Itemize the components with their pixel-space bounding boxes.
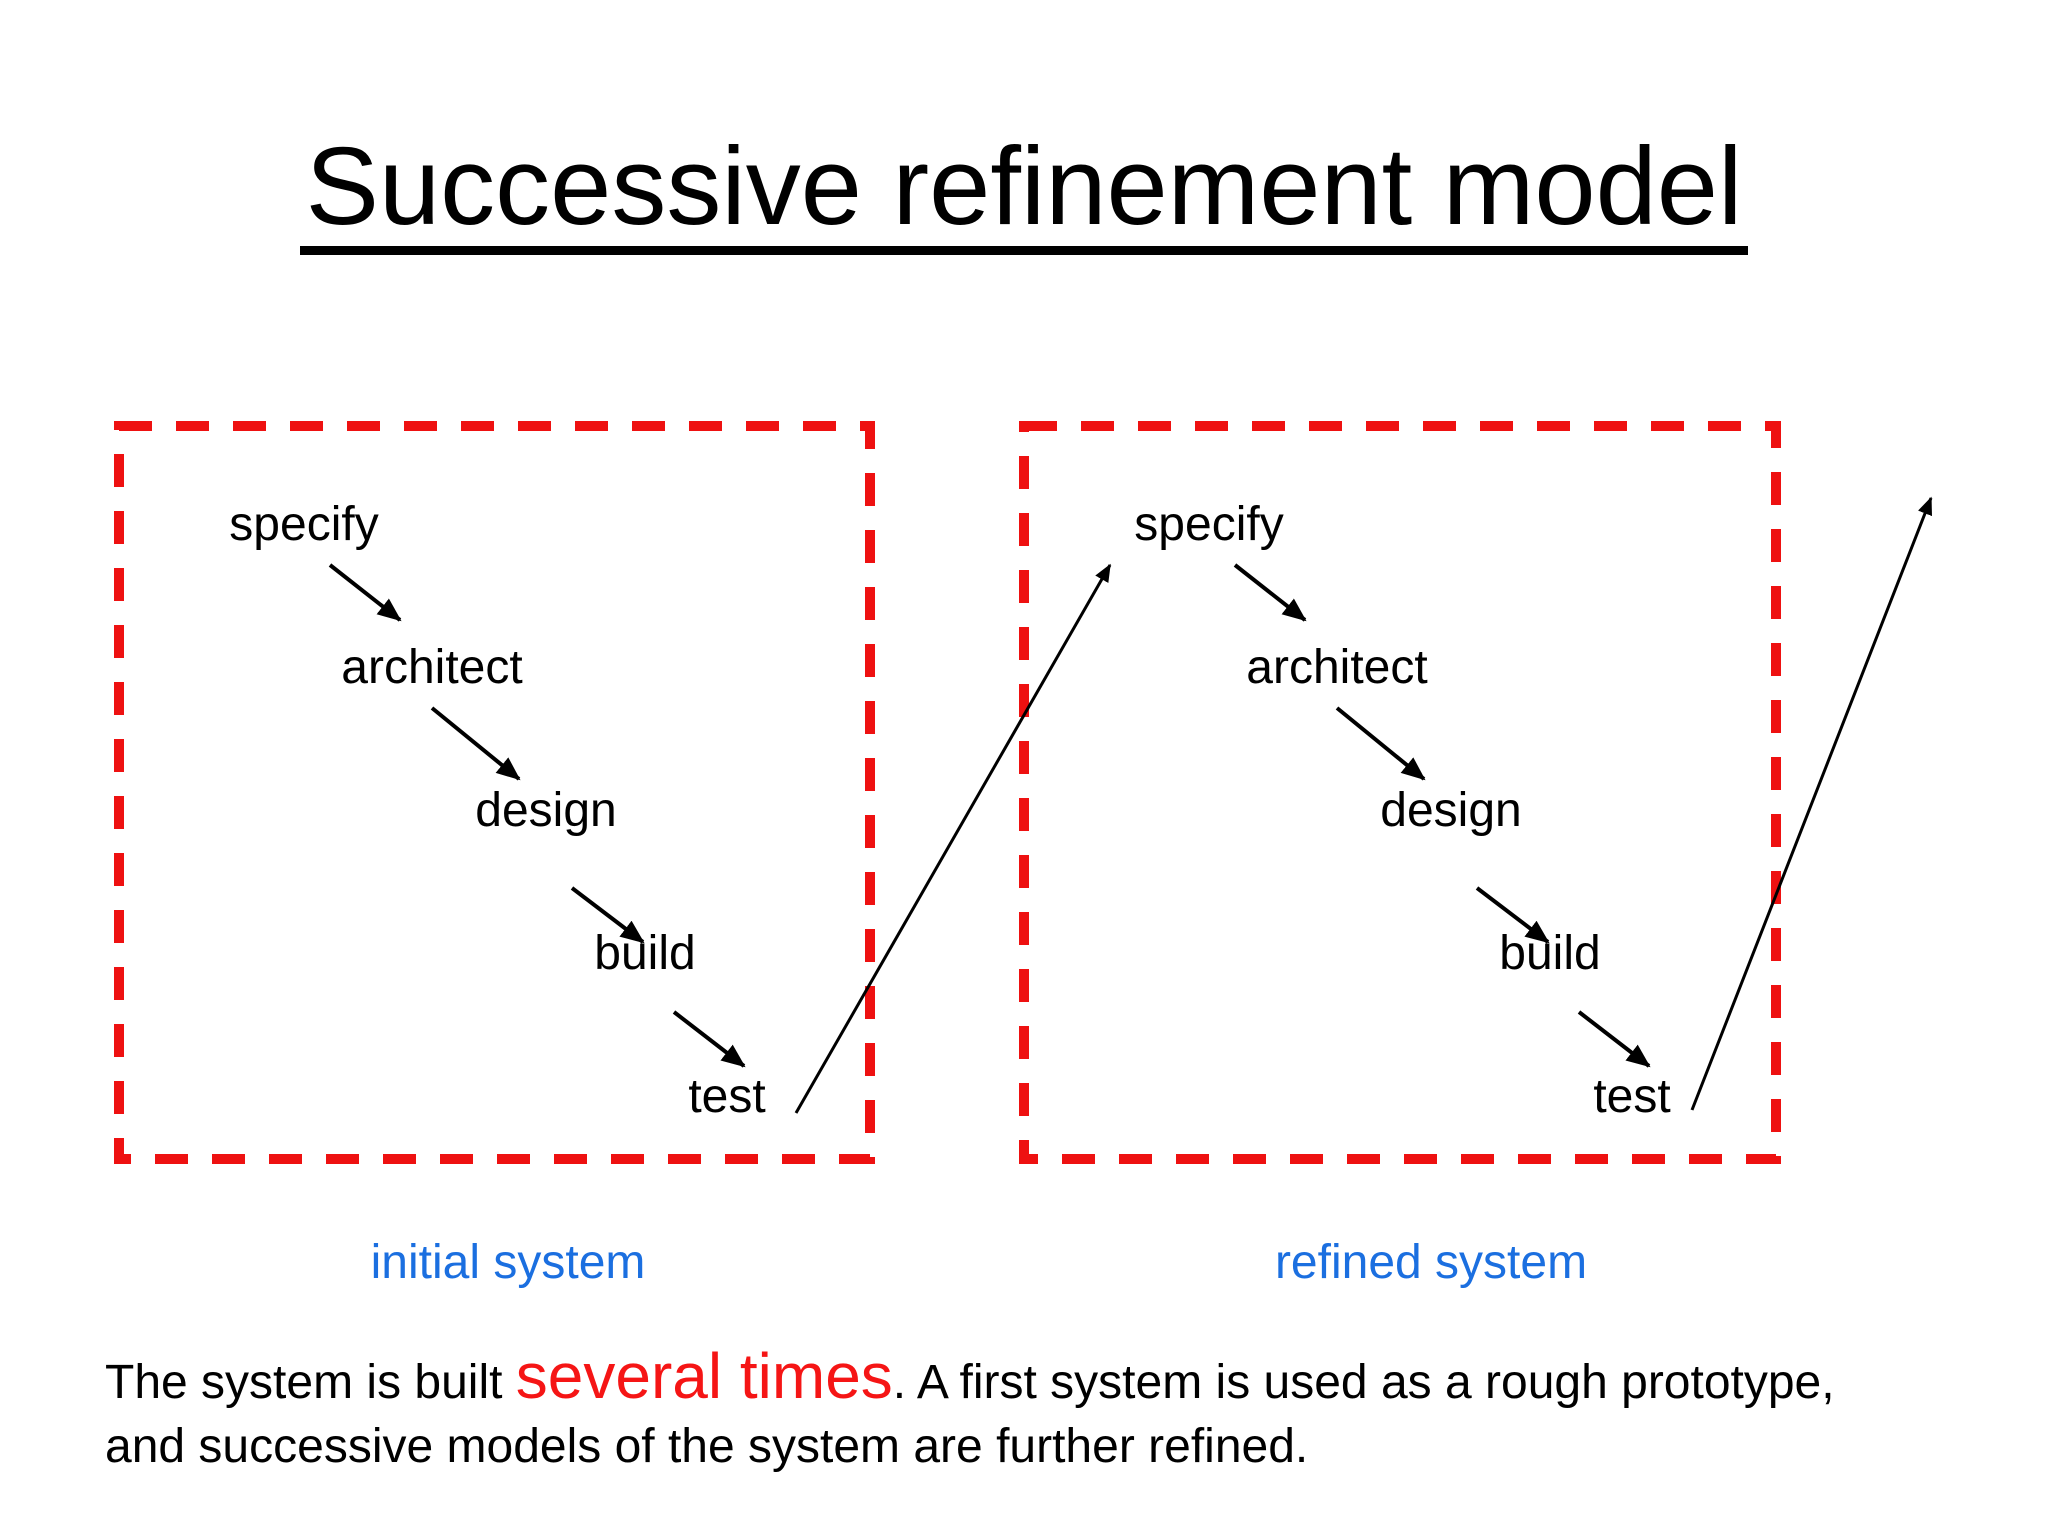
flow-arrow-icon — [570, 886, 645, 944]
iteration-arrow-icon — [794, 563, 1112, 1114]
refined-system-caption: refined system — [1274, 1236, 1588, 1289]
step-label-test-right: test — [1593, 1070, 1670, 1123]
step-label-test-left: test — [688, 1070, 765, 1123]
description-paragraph: The system is built several times. A fir… — [105, 1344, 1985, 1479]
step-label-architect-left: architect — [341, 641, 522, 694]
page-title: Successive refinement model — [299, 132, 1749, 255]
flow-arrow-icon — [672, 1010, 746, 1068]
description-line-1: The system is built several times. A fir… — [105, 1344, 1985, 1415]
description-line-2: and successive models of the system are … — [105, 1420, 1309, 1473]
step-label-build-right: build — [1499, 927, 1600, 980]
flow-arrow-icon — [1577, 1010, 1651, 1068]
step-label-specify-left: specify — [229, 498, 378, 551]
title-container: Successive refinement model — [0, 132, 2048, 255]
description-line1-after: . A first system is used as a rough prot… — [892, 1356, 1835, 1409]
step-label-build-left: build — [594, 927, 695, 980]
iteration-arrow-icon — [1690, 496, 1933, 1111]
flow-arrow-icon — [328, 563, 402, 622]
step-label-design-left: design — [475, 784, 616, 837]
flow-arrow-icon — [430, 706, 521, 781]
step-label-design-right: design — [1380, 784, 1521, 837]
flow-arrow-icon — [1233, 563, 1307, 622]
flow-arrow-icon — [1475, 886, 1550, 944]
step-label-architect-right: architect — [1246, 641, 1427, 694]
description-highlight: several times — [515, 1340, 893, 1412]
flow-arrow-icon — [1335, 706, 1426, 781]
step-label-specify-right: specify — [1134, 498, 1283, 551]
initial-system-caption: initial system — [370, 1236, 646, 1289]
description-line1-before: The system is built — [105, 1356, 516, 1409]
